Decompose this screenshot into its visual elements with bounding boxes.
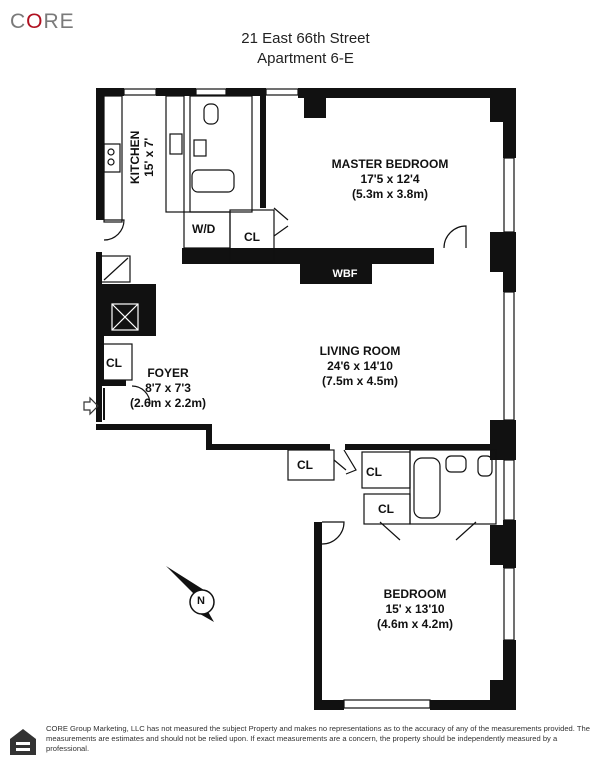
compass-north-label: N	[197, 595, 205, 607]
closet-label-hall: CL	[297, 458, 313, 472]
address-title: 21 East 66th Street	[241, 30, 370, 47]
bedroom-label: BEDROOM 15' x 13'10 (4.6m x 4.2m)	[376, 587, 454, 631]
master-bedroom-label: MASTER BEDROOM 17'5 x 12'4 (5.3m x 3.8m)	[331, 157, 449, 201]
closet-label-bedroom: CL	[378, 502, 394, 516]
closet-label-master: CL	[244, 230, 260, 244]
kitchen-label: KITCHEN 15' x 7'	[128, 130, 156, 184]
foyer-label: FOYER 8'7 x 7'3 (2.6m x 2.2m)	[129, 366, 207, 410]
wd-label: W/D	[192, 222, 216, 236]
closet-label-bath: CL	[366, 465, 382, 479]
compass-icon	[166, 566, 215, 622]
wbf-label: WBF	[332, 268, 358, 280]
equal-housing-icon	[10, 729, 36, 755]
fixtures	[99, 88, 515, 709]
walls	[96, 88, 516, 710]
entry-arrow-icon	[83, 396, 99, 416]
disclaimer-text: CORE Group Marketing, LLC has not measur…	[46, 724, 590, 753]
living-room-label: LIVING ROOM 24'6 x 14'10 (7.5m x 4.5m)	[319, 344, 401, 388]
apartment-title: Apartment 6-E	[257, 50, 354, 67]
core-logo: CORE	[10, 10, 75, 33]
closet-label-foyer: CL	[106, 356, 122, 370]
